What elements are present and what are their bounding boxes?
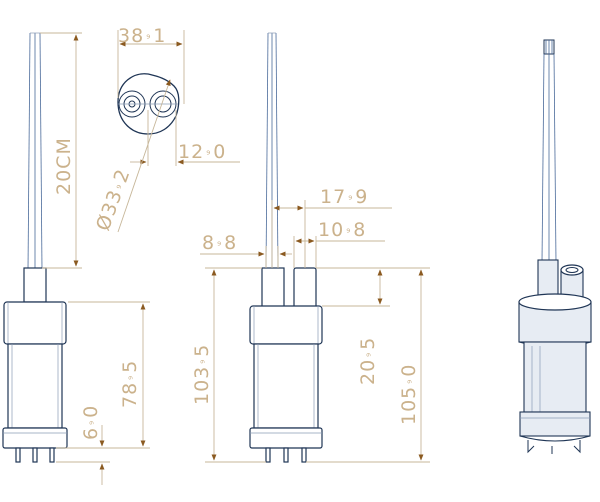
label-cable-diameter: 8	[202, 232, 215, 254]
right-pins	[527, 440, 581, 454]
right-bottom-ring	[519, 411, 591, 442]
label-outlet-height: 20	[357, 359, 379, 385]
label-outlet-offset: 12	[178, 141, 204, 163]
label-body-length-left: 78	[119, 382, 141, 408]
dim-cable-length: 20CM	[40, 32, 82, 269]
dim-pin-length: 6⁹0	[56, 405, 110, 485]
left-pins	[15, 447, 55, 463]
dim-outlet-height: 20⁹5	[316, 267, 430, 385]
label-body-length-mid: 103	[191, 366, 213, 405]
middle-pins	[265, 447, 307, 463]
dim-head-diameter: Ø33⁹2	[92, 79, 171, 234]
left-pump-body	[7, 343, 63, 429]
left-upper-cap	[3, 301, 67, 345]
label-head-diameter: Ø33	[92, 187, 127, 234]
right-view	[518, 39, 592, 454]
dim-body-length-left: 78⁹5	[68, 301, 150, 449]
left-bottom-ring	[2, 427, 68, 449]
svg-text:20⁹5: 20⁹5	[357, 337, 379, 385]
right-upper-cap	[518, 293, 592, 348]
head-outline	[117, 73, 180, 135]
svg-text:6⁹0: 6⁹0	[80, 405, 102, 440]
label-pin-length: 6	[80, 427, 102, 440]
right-pump-body	[523, 341, 587, 417]
label-outlet-spacing: 17	[320, 186, 346, 208]
dim-body-length-mid: 103⁹5	[191, 267, 266, 463]
svg-text:Ø33⁹2: Ø33⁹2	[92, 166, 135, 234]
left-cable	[27, 32, 43, 271]
left-view: 20CM 78⁹5 6⁹0	[2, 32, 150, 485]
svg-text:8⁹8: 8⁹8	[202, 232, 237, 254]
svg-text:103⁹5: 103⁹5	[191, 344, 213, 405]
label-outlet-diameter: 10	[318, 219, 344, 241]
label-cable-length: 20CM	[53, 137, 75, 195]
label-head-width: 38	[118, 25, 144, 47]
middle-bottom-ring	[249, 427, 323, 449]
svg-text:78⁹5: 78⁹5	[119, 360, 141, 408]
dim-total-length: 105⁹0	[306, 269, 430, 463]
right-cable	[541, 39, 557, 263]
label-total-length: 105	[398, 386, 420, 425]
middle-pump-body	[253, 343, 319, 429]
middle-upper-cap	[249, 305, 323, 345]
left-cable-gland	[23, 267, 47, 303]
middle-outlet-nozzle	[293, 267, 317, 309]
svg-text:105⁹0: 105⁹0	[398, 364, 420, 425]
middle-cable-gland	[261, 267, 285, 309]
